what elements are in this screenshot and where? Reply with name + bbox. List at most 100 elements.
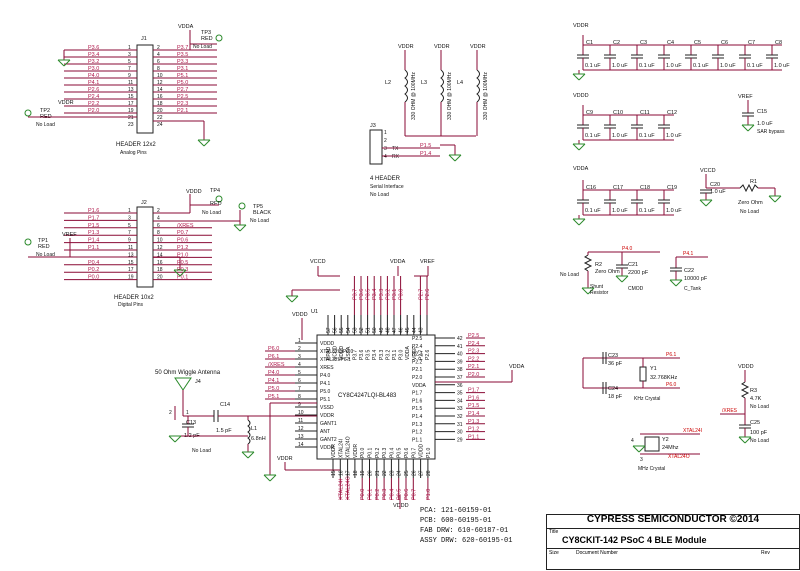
- u1-net-P3.6: P3.6: [359, 289, 365, 300]
- j1-pin-16: 16: [157, 94, 163, 100]
- u1-pin-2: 2: [298, 346, 301, 352]
- j2-pin-6: 6: [157, 223, 160, 229]
- tp2-ref: TP2: [40, 108, 50, 114]
- u1-pin-num-top: 50: [372, 327, 378, 333]
- j1-pin-21: 21: [128, 115, 134, 121]
- j1-net-P3.4: P3.4: [88, 52, 99, 58]
- u1-pin-num-top: 56: [333, 327, 339, 333]
- u1-pin-name-top: VCCD: [333, 345, 339, 360]
- ferrite-ref-L3: L3: [421, 80, 427, 86]
- j2-net-P0.6: P0.6: [177, 238, 188, 244]
- u1-pin-name-bottom: XTAL24O: [346, 436, 352, 458]
- u1-pin-name-5: P4.0: [320, 373, 331, 379]
- j1-pin-22: 22: [157, 115, 163, 121]
- xres-net: /XRES: [722, 408, 738, 414]
- cap-value-C18: 0.1 uF: [639, 208, 655, 214]
- j2-pin-10: 10: [157, 238, 163, 244]
- u1-pin-name-top: P3.6: [359, 349, 365, 360]
- j2-pin-20: 20: [157, 275, 163, 281]
- cap-ref-C12: C12: [667, 110, 677, 116]
- j2-pin-11: 11: [128, 245, 133, 251]
- u1-pin-name-38: P2.1: [412, 367, 423, 373]
- y2-net-xtal24o: XTAL24O: [668, 454, 690, 460]
- u1-net-P6.0: P6.0: [268, 346, 279, 352]
- u1-net-P2.0: P2.0: [468, 372, 479, 378]
- u1-net-P2.1: P2.1: [468, 364, 479, 370]
- c14-ref: C14: [220, 402, 230, 408]
- u1-vddd-label: VDDD: [292, 312, 308, 318]
- rev-caption: Rev: [761, 550, 770, 556]
- antenna-icon: [174, 377, 192, 391]
- c20-value: 1.0 uF: [710, 189, 726, 195]
- u1-pin-name-bottom: P0.3: [382, 447, 388, 458]
- u1-net-P0.0: P0.0: [360, 489, 366, 500]
- j1-pin-24: 24: [157, 122, 163, 128]
- cap-ref-C7: C7: [748, 40, 755, 46]
- j2-pin-3: 3: [128, 215, 131, 221]
- tp4-note: No Load: [202, 210, 221, 216]
- c23-value: 36 pF: [608, 361, 623, 367]
- cap-value-C19: 1.0 uF: [666, 208, 682, 214]
- ground-icon: [572, 73, 586, 81]
- cap-value-C11: 0.1 uF: [639, 133, 655, 139]
- cap-ref-C19: C19: [667, 185, 677, 191]
- j2-left-pins: 1P1.63P1.75P1.57P1.39P1.411P1.11315P0.41…: [64, 208, 137, 281]
- ferrite-value-L4: 330 OHM @ 100MHz: [483, 72, 489, 120]
- j2-pin-4: 4: [157, 215, 160, 221]
- j1-net-P5.1: P5.1: [177, 73, 188, 79]
- c21-ref: C21: [628, 262, 638, 268]
- u1-pin-name-14: VDDR: [320, 445, 335, 451]
- u1-pin-num-bottom: 20: [368, 470, 374, 476]
- j2-net-P1.4: P1.4: [88, 238, 99, 244]
- r1-note: No Load: [740, 209, 759, 215]
- c15-value: 1.0 uF: [757, 121, 773, 127]
- j1-net-P4.0: P4.0: [88, 73, 99, 79]
- u1-net-P2.4: P2.4: [468, 341, 479, 347]
- u1-pin-num-top: 44: [412, 327, 418, 333]
- j1-pin-9: 9: [128, 73, 131, 79]
- j2-net-P1.7: P1.7: [88, 215, 99, 221]
- u1-pin-num-top: 57: [326, 327, 332, 333]
- j3-pin-3: 3: [384, 146, 387, 152]
- cap-value-C17: 1.0 uF: [612, 208, 628, 214]
- y1-net-p60: P6.0: [666, 382, 677, 388]
- u1-pin-name-bottom: P0.0: [360, 447, 366, 458]
- r1-value: Zero Ohm: [738, 200, 763, 206]
- cap-ref-C11: C11: [640, 110, 650, 116]
- cap-value-C1: 0.1 uF: [585, 63, 601, 69]
- y1-net-p61: P6.1: [666, 352, 677, 358]
- u1-net-P0.1: P0.1: [368, 489, 374, 500]
- c21-note: CMOD: [628, 286, 644, 292]
- cap-value-C3: 0.1 uF: [639, 63, 655, 69]
- u1-pin-name-top: P3.0: [399, 349, 405, 360]
- u1-pin-9: 9: [298, 402, 301, 408]
- u1-net-P2.3: P2.3: [468, 349, 479, 355]
- c21-value: 2200 pF: [628, 270, 649, 276]
- j2-net-P0.0: P0.0: [88, 275, 99, 281]
- tp5-color: BLACK: [253, 210, 271, 216]
- ground-icon: [572, 143, 586, 151]
- c23-ref: C23: [608, 353, 618, 359]
- u1-net-P3.3: P3.3: [379, 289, 385, 300]
- j1-pin-14: 14: [157, 87, 163, 93]
- u1-net-P0.6: P0.6: [404, 489, 410, 500]
- antenna-group: 50 Ohm Wiggle Antenna J4 2 1 C14 1.5 pF …: [155, 370, 317, 459]
- ferrite-ref-L2: L2: [385, 80, 391, 86]
- size-caption: Size: [549, 550, 559, 556]
- j1-net-P3.0: P3.0: [88, 66, 99, 72]
- u1-net-P0.7: P0.7: [411, 489, 417, 500]
- u1-net-P3.5: P3.5: [366, 289, 372, 300]
- j3-header: J3 4 HEADER Serial Interface No Load 123…: [369, 123, 462, 198]
- u1-pin-name-bottom: XTAL24I: [338, 439, 344, 458]
- u1-pin-name-top: P3.7: [352, 349, 358, 360]
- u1-pin-name-1: VDDD: [320, 341, 335, 347]
- y2-pin-left: 4: [631, 438, 634, 444]
- cap-ref-C4: C4: [667, 40, 674, 46]
- u1-pin-num-bottom: 26: [411, 470, 417, 476]
- u1-pin-4: 4: [298, 362, 301, 368]
- u1-pin-num-bottom: 17: [346, 470, 352, 476]
- cap-ref-C5: C5: [694, 40, 701, 46]
- u1-pin-name-bottom: P0.6: [404, 447, 410, 458]
- j2-pin-1: 1: [128, 208, 131, 214]
